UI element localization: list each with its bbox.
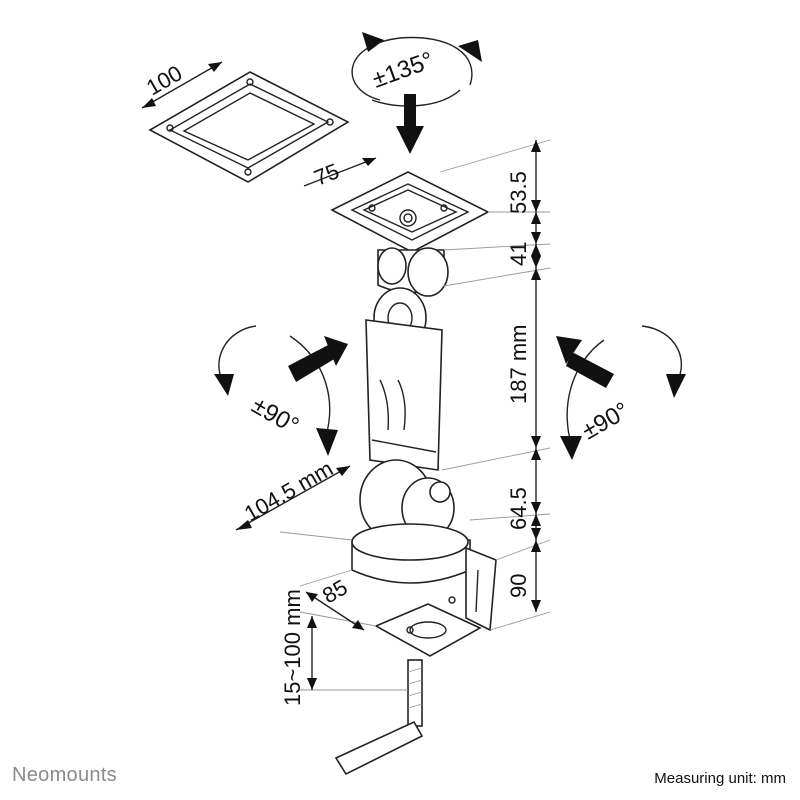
- clamp-range-label: 15~100 mm: [280, 589, 305, 706]
- head-joint-height-label: 41: [506, 242, 531, 266]
- arm-depth-dimension: 104.5 mm: [235, 456, 351, 531]
- vesa-large-label: 100: [142, 60, 186, 100]
- top-plate-height-label: 53.5: [506, 171, 531, 214]
- clamp-range-dimension: 15~100 mm: [280, 589, 317, 706]
- vesa-adapter-plate: [148, 71, 350, 183]
- arm-length-label: 187 mm: [506, 325, 531, 404]
- clamp-depth-dimension: 85: [305, 574, 365, 631]
- mount-arm: [334, 247, 497, 776]
- arm-depth-label: 104.5 mm: [240, 456, 337, 527]
- vesa-small-dimension: 75: [303, 157, 377, 191]
- tilt-left-indicator: ±90°: [214, 325, 348, 456]
- lower-joint-height-label: 64.5: [506, 487, 531, 530]
- swivel-angle-label: ±135°: [369, 47, 437, 94]
- top-mounting-plate: [330, 171, 490, 253]
- tilt-left-angle-label: ±90°: [247, 392, 303, 440]
- tilt-right-indicator: ±90°: [556, 325, 686, 460]
- measuring-unit-note: Measuring unit: mm: [654, 770, 786, 787]
- down-arrow: [396, 94, 424, 154]
- brand-logo: Neomounts: [12, 764, 117, 786]
- tilt-right-angle-label: ±90°: [578, 397, 634, 445]
- vesa-small-label: 75: [311, 158, 343, 190]
- vertical-dimension-line: [531, 140, 541, 612]
- base-height-label: 90: [506, 574, 531, 598]
- swivel-rotation-indicator: ±135°: [351, 32, 482, 107]
